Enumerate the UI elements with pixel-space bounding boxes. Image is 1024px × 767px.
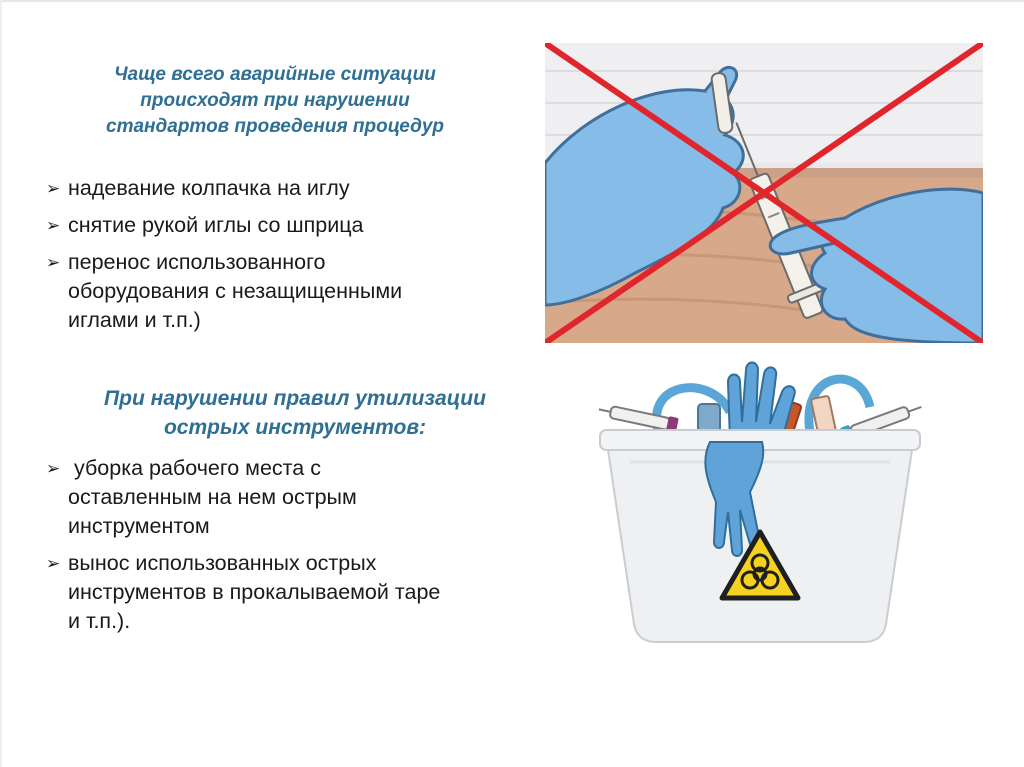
heading-line: острых инструментов:	[163, 416, 427, 439]
list-item: ➢ перенос использованного оборудования с…	[46, 248, 526, 335]
arrow-bullet-icon: ➢	[46, 459, 61, 478]
list-item-text: уборка рабочего места с	[68, 456, 321, 480]
heading-line: При нарушении правил утилизации	[104, 387, 486, 410]
list-item: ➢ уборка рабочего места с оставленным на…	[46, 454, 546, 541]
sharps-container-illustration	[598, 361, 922, 643]
arrow-bullet-icon: ➢	[46, 253, 61, 272]
list-item: ➢ вынос использованных острых инструмент…	[46, 549, 546, 636]
heading-disposal-violations: При нарушении правил утилизации острых и…	[40, 384, 550, 442]
slide-left-border	[0, 0, 2, 767]
procedure-violations-list: ➢ надевание колпачка на иглу ➢ снятие ру…	[46, 174, 526, 343]
needle-recapping-illustration	[545, 43, 983, 343]
list-item-text: вынос использованных острых	[68, 551, 377, 575]
list-item-text: и т.п.).	[68, 609, 131, 633]
crossed-out-needle-recapping-icon	[545, 43, 983, 343]
list-item-text: инструментом	[68, 514, 210, 538]
biohazard-sharps-container-icon	[590, 352, 930, 647]
arrow-bullet-icon: ➢	[46, 216, 61, 235]
list-item: ➢ надевание колпачка на иглу	[46, 174, 526, 203]
list-item-text: иглами и т.п.)	[68, 308, 201, 332]
heading-line: Чаще всего аварийные ситуации	[114, 64, 436, 85]
list-item-text: оставленным на нем острым	[68, 485, 357, 509]
list-item-text: оборудования с незащищенными	[68, 279, 403, 303]
list-item-text: надевание колпачка на иглу	[68, 176, 350, 200]
list-item-text: снятие рукой иглы со шприца	[68, 213, 364, 237]
arrow-bullet-icon: ➢	[46, 179, 61, 198]
heading-line: стандартов проведения процедур	[106, 116, 444, 137]
disposal-violations-list: ➢ уборка рабочего места с оставленным на…	[46, 454, 546, 644]
slide-top-border	[0, 0, 1024, 2]
heading-line: происходят при нарушении	[140, 90, 410, 111]
arrow-bullet-icon: ➢	[46, 554, 61, 573]
list-item-text: перенос использованного	[68, 250, 326, 274]
heading-emergency-causes: Чаще всего аварийные ситуации происходят…	[40, 62, 510, 140]
list-item: ➢ снятие рукой иглы со шприца	[46, 211, 526, 240]
list-item-text: инструментов в прокалываемой таре	[68, 580, 441, 604]
